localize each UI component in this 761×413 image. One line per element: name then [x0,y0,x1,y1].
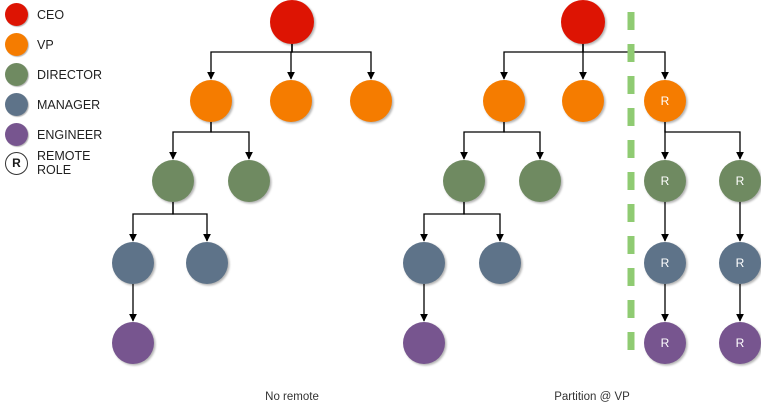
node-right-dir-2[interactable] [519,160,561,202]
node-right-eng-3[interactable]: R [719,322,761,364]
legend-item-vp: VP [0,33,54,56]
node-right-dir-3[interactable]: R [644,160,686,202]
legend-item-director: DIRECTOR [0,63,102,86]
node-left-dir-2[interactable] [228,160,270,202]
legend-item-label: DIRECTOR [37,67,103,82]
legend: CEO VP DIRECTOR MANAGER ENGINEER R REMOTE ROLE [0,0,130,190]
remote-role-icon: R [5,151,28,175]
remote-marker-label: R [660,94,670,108]
remote-marker-label: R [735,256,745,270]
legend-item-manager: MANAGER [0,93,100,116]
caption-left: No remote [265,391,319,403]
legend-item-label: REMOTE ROLE [37,149,91,177]
node-right-eng-2[interactable]: R [644,322,686,364]
node-right-ceo[interactable] [561,0,605,44]
node-right-vp-1[interactable] [483,80,525,122]
remote-marker-label: R [735,174,745,188]
legend-item-label: MANAGER [37,97,101,112]
legend-item-label: VP [37,37,54,52]
node-right-dir-1[interactable] [443,160,485,202]
node-right-mgr-2[interactable] [479,242,521,284]
remote-marker-label: R [660,174,670,188]
node-right-mgr-4[interactable]: R [719,242,761,284]
legend-swatch-icon [5,3,28,26]
node-right-dir-4[interactable]: R [719,160,761,202]
node-left-mgr-2[interactable] [186,242,228,284]
node-left-mgr-1[interactable] [112,242,154,284]
legend-item-ceo: CEO [0,3,64,26]
node-left-ceo[interactable] [270,0,314,44]
legend-item-label: ENGINEER [37,127,103,142]
node-right-mgr-1[interactable] [403,242,445,284]
node-left-eng-1[interactable] [112,322,154,364]
node-right-vp-2[interactable] [562,80,604,122]
remote-marker-label: R [660,336,670,350]
remote-marker-label: R [660,256,670,270]
legend-item-label: CEO [37,7,65,22]
node-left-vp-2[interactable] [270,80,312,122]
node-left-vp-3[interactable] [350,80,392,122]
node-left-dir-1[interactable] [152,160,194,202]
legend-swatch-icon [5,93,28,116]
node-right-mgr-3[interactable]: R [644,242,686,284]
legend-swatch-icon [5,123,28,146]
remote-marker-label: R [735,336,745,350]
legend-item-remote-role: R REMOTE ROLE [0,149,90,177]
node-right-vp-3[interactable]: R [644,80,686,122]
node-left-vp-1[interactable] [190,80,232,122]
node-right-eng-1[interactable] [403,322,445,364]
legend-swatch-icon [5,33,28,56]
legend-item-engineer: ENGINEER [0,123,102,146]
legend-swatch-icon [5,63,28,86]
caption-right: Partition @ VP [554,391,630,403]
